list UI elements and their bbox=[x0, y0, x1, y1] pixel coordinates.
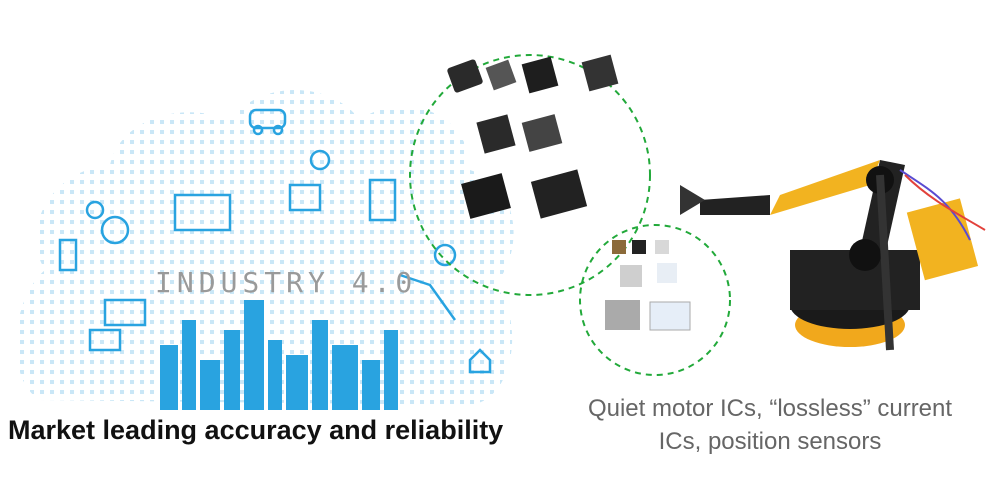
chip-caption-line2: ICs, position sensors bbox=[658, 428, 882, 455]
industry-label: INDUSTRY 4.0 bbox=[155, 266, 417, 299]
large-chip-circle bbox=[409, 54, 651, 296]
robot-arm-image bbox=[680, 160, 986, 351]
small-chip-circle bbox=[579, 224, 731, 376]
chip-caption: Quiet motor ICs, “lossless” current ICs,… bbox=[560, 392, 980, 458]
chip-caption-line1: Quiet motor ICs, “lossless” current bbox=[587, 395, 953, 422]
accuracy-caption: Market leading accuracy and reliability bbox=[8, 415, 504, 445]
city-skyline bbox=[160, 300, 398, 410]
cloud-icons bbox=[58, 108, 492, 374]
chip-packages-large bbox=[447, 54, 619, 219]
chip-packages-small bbox=[605, 240, 691, 331]
